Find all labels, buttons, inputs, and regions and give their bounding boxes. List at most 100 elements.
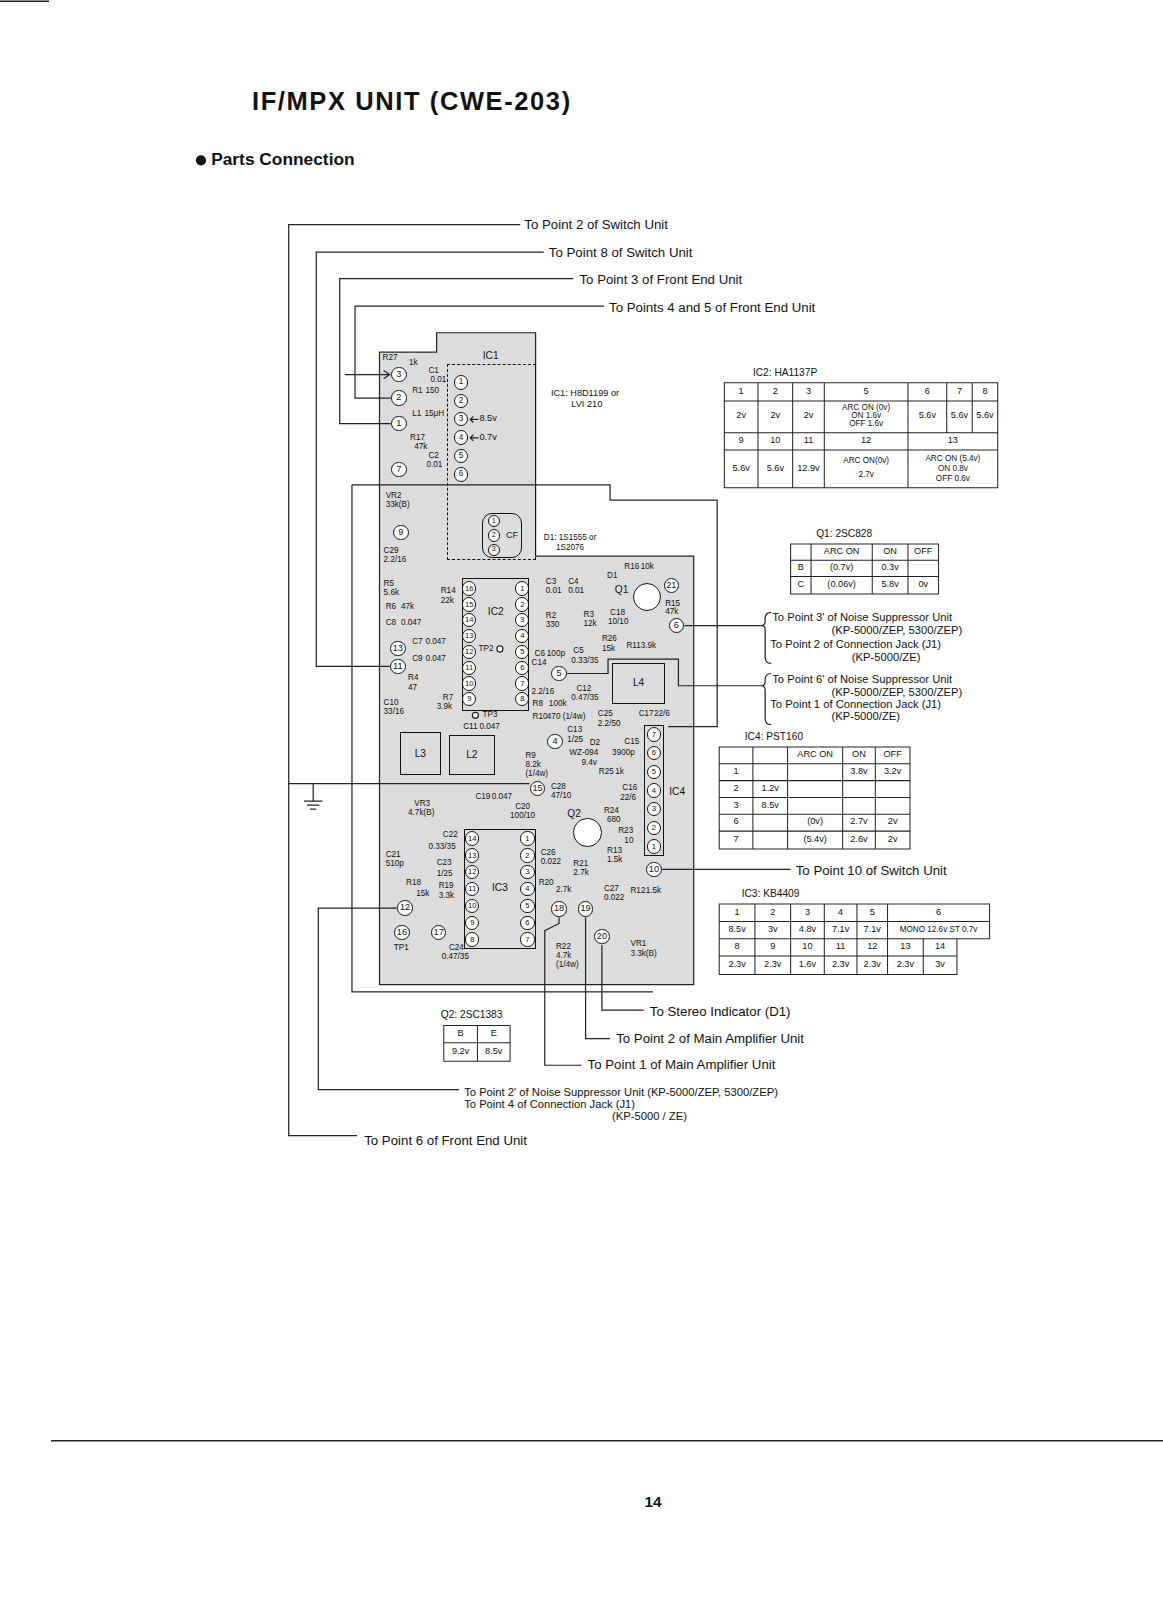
table-grid — [791, 544, 939, 594]
table-cell: 1 — [739, 387, 744, 396]
part-label: 33k(B) — [386, 501, 410, 509]
table-cell: 2 — [733, 784, 738, 793]
part-label: C9 — [412, 655, 422, 663]
pin-number: 5 — [647, 765, 661, 779]
connection-note: (KP-5000/ZEP, 5300/ZEP) — [831, 626, 962, 637]
connection-point: 21 — [664, 578, 679, 593]
part-label: 1k — [409, 359, 418, 367]
table-cell: C — [798, 580, 805, 589]
table-grid — [719, 747, 910, 849]
table-cell: 2.7v — [850, 818, 867, 827]
table-cell: 10 — [770, 437, 780, 446]
ground-symbol — [304, 784, 322, 810]
pin-number: 3 — [520, 865, 534, 879]
table-cell: ARC ON — [824, 547, 860, 556]
part-label: D1 — [607, 572, 617, 580]
pin-label: 19 — [580, 904, 590, 913]
part-label: 0.022 — [541, 858, 561, 866]
pin-label: 5 — [520, 648, 524, 656]
table-cell: OFF — [914, 547, 932, 556]
connection-point: 11 — [390, 659, 405, 674]
wire — [685, 625, 762, 626]
ic-outline: IC1123456CF123 — [447, 364, 536, 560]
pin-label: 6 — [674, 621, 679, 630]
part-label: R19 — [439, 881, 454, 889]
part-label: R11 — [626, 642, 640, 650]
pin-label: 13 — [468, 852, 477, 860]
table-cell: 1.2v — [762, 784, 779, 793]
table-cell: OFF 0.6v — [936, 475, 970, 483]
part-label: 47 — [408, 684, 417, 692]
table-cell: 6 — [925, 387, 930, 396]
part-label: C26 — [541, 849, 556, 857]
part-label: 15k — [416, 890, 429, 898]
table-cell: 7 — [957, 387, 962, 396]
connection-point: 20 — [594, 929, 609, 944]
wire — [345, 371, 390, 379]
connection-point: 7 — [391, 462, 406, 477]
part-label: C27 — [604, 884, 619, 892]
table-cell: 1 — [733, 768, 738, 777]
table-heading: IC2: HA1137P — [753, 368, 817, 378]
part-label: 100p — [547, 650, 565, 658]
part-label: 0.47/35 — [442, 953, 469, 961]
pin-number: 4 — [647, 783, 661, 797]
part-label: R4 — [408, 674, 418, 682]
part-label: 4.7k(B) — [408, 809, 434, 817]
table-cell: 2v — [770, 412, 780, 421]
table-heading: IC3: KB4409 — [742, 889, 800, 899]
table-cell: 2v — [888, 835, 898, 844]
pin-label: 15 — [465, 601, 474, 609]
part-label: C25 — [598, 710, 613, 718]
part-label: 2.2/16 — [384, 556, 407, 564]
pin-label: 7 — [396, 465, 401, 474]
part-label: 47/10 — [551, 792, 571, 800]
pin-number: 8 — [465, 932, 479, 946]
connection-note: To Point 8 of Switch Unit — [549, 246, 693, 259]
part-label: 0.01 — [426, 461, 442, 469]
coil-outline: L4 — [612, 663, 665, 704]
voltage-table: IC4: PST160 — [719, 747, 910, 849]
table-cell: 2v — [888, 818, 898, 827]
wire — [352, 485, 653, 992]
part-label: C29 — [384, 547, 399, 555]
pin-label: 1 — [652, 843, 656, 851]
part-label: 22/6 — [654, 710, 670, 718]
connection-note: To Points 4 and 5 of Front End Unit — [609, 301, 815, 314]
part-label: 0.047 — [425, 638, 445, 646]
part-label: R5 — [384, 579, 394, 587]
part-label: C1 — [428, 367, 438, 375]
table-cell: 1 — [735, 908, 740, 917]
pin-number: 3 — [454, 412, 468, 426]
pin-number: 10 — [462, 676, 476, 690]
table-cell: 2.3v — [832, 960, 849, 969]
bracket — [761, 673, 771, 724]
connection-point: 10 — [646, 862, 661, 877]
part-name: L3 — [415, 749, 426, 759]
part-label: WZ-094 — [569, 749, 598, 757]
part-label: C4 — [568, 577, 578, 585]
part-label: C17 — [639, 710, 654, 718]
part-label: 33/16 — [384, 708, 404, 716]
part-label: C12 — [576, 685, 591, 693]
table-cell: 2v — [804, 412, 814, 421]
connection-note: To Point 3' of Noise Suppressor Unit — [772, 613, 952, 624]
pin-label: 16 — [397, 928, 407, 937]
pin-label: 5 — [556, 669, 561, 678]
heading-text: 14 — [644, 1494, 661, 1509]
table-cell: 3 — [806, 387, 811, 396]
connection-note: To Point 2' of Noise Suppressor Unit (KP… — [464, 1087, 778, 1098]
table-cell: 7.1v — [864, 925, 881, 934]
connection-point: 13 — [390, 641, 405, 656]
part-label: 0.47/35 — [571, 694, 598, 702]
connection-point: 1 — [391, 416, 406, 431]
pin-label: 14 — [465, 616, 474, 624]
table-cell: 0.3v — [881, 564, 898, 573]
table-cell: ARC ON (0v) — [842, 404, 890, 412]
connection-note: To Point 1 of Connection Jack (J1) — [770, 699, 941, 710]
table-cell: 13 — [948, 437, 958, 446]
table-cell: 14 — [935, 943, 945, 952]
voltage-arrow — [470, 416, 478, 440]
part-label: C21 — [386, 851, 401, 859]
wire — [340, 279, 574, 424]
